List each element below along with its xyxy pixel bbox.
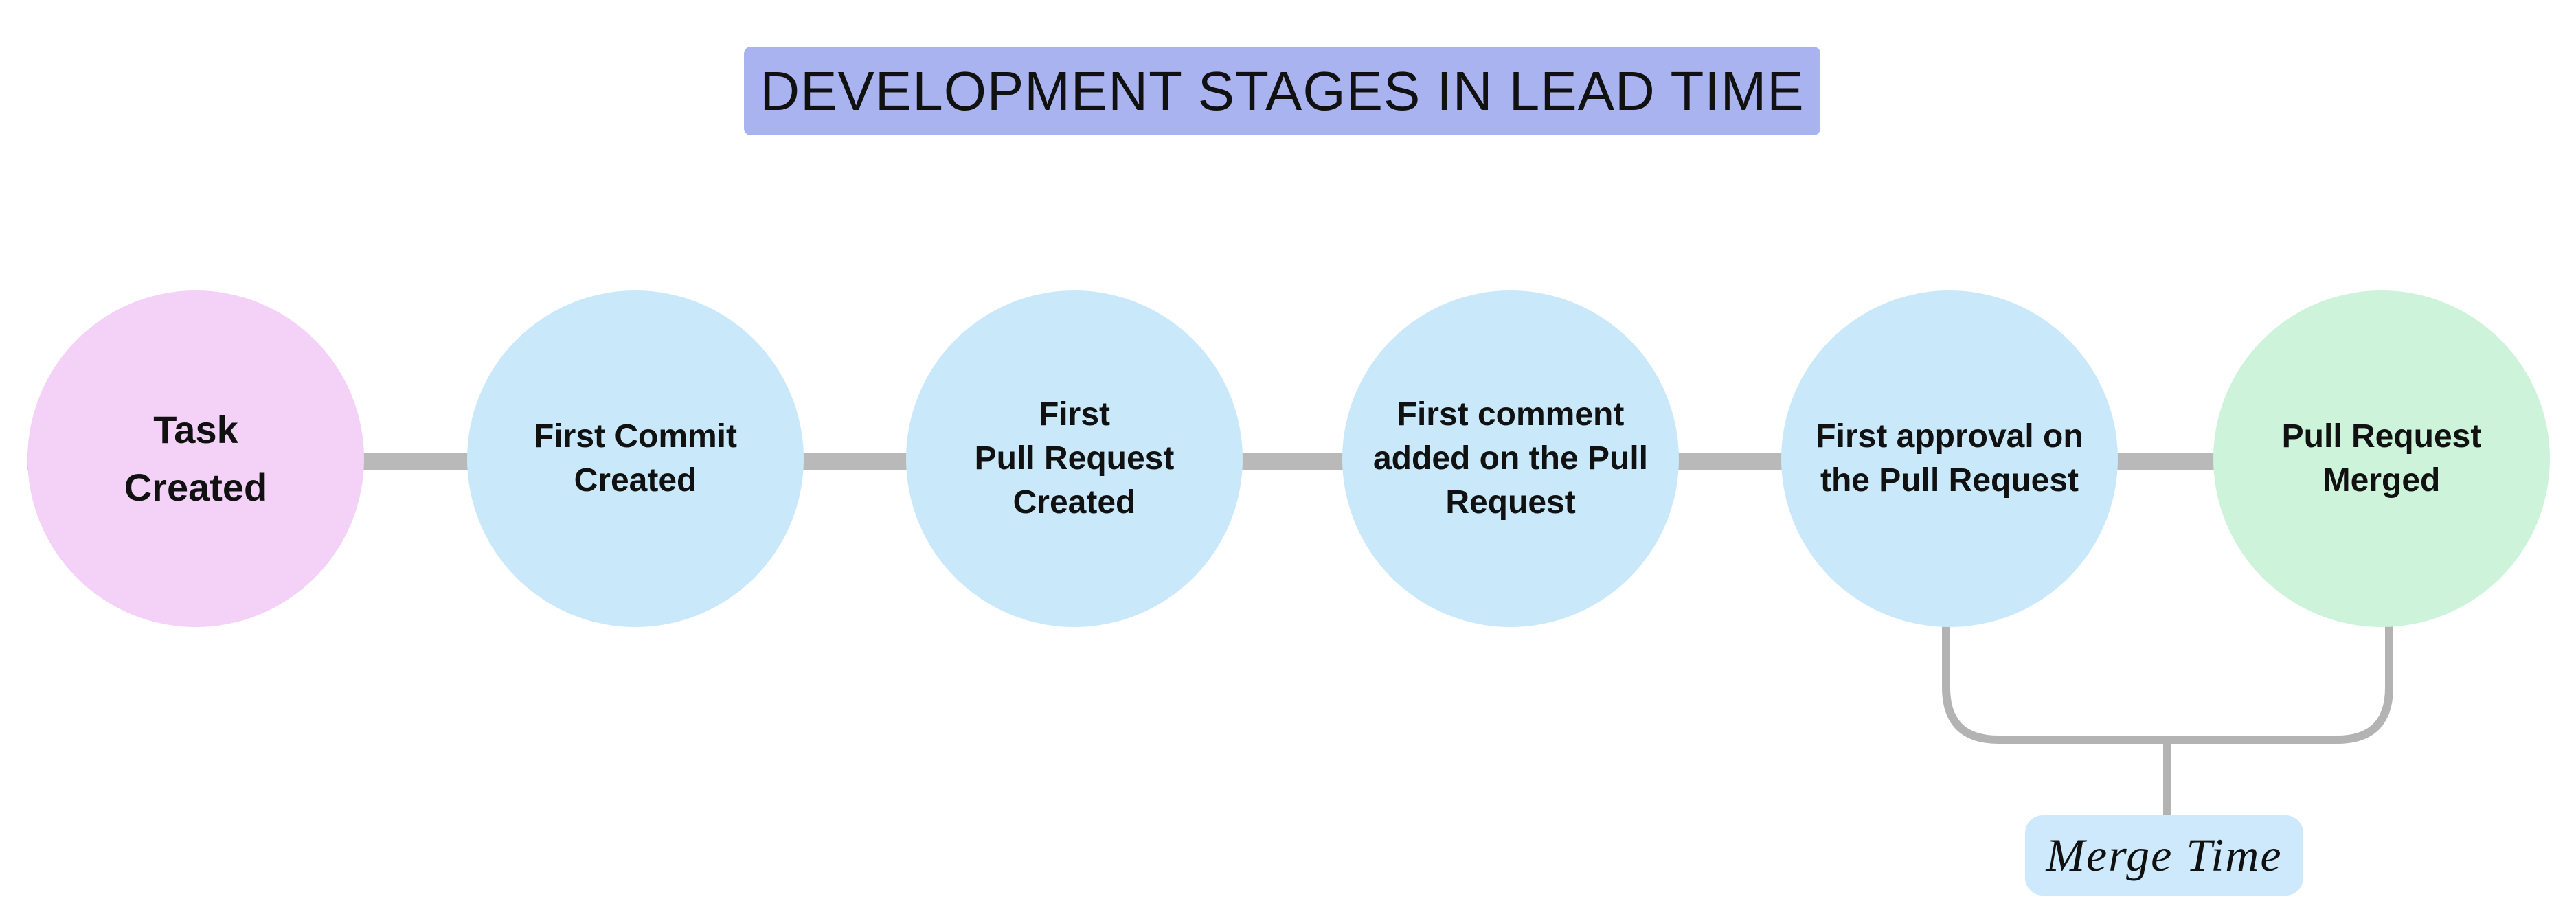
stage-task-created-label: Task Created: [124, 408, 268, 509]
merge-time-bracket: [1942, 608, 2393, 744]
merge-time-label: Merge Time: [2046, 829, 2283, 881]
stage-first-commit-created: First Commit Created: [467, 290, 804, 627]
stage-task-created: Task Created: [27, 290, 364, 627]
diagram-title-banner: DEVELOPMENT STAGES IN LEAD TIME: [744, 47, 1820, 135]
merge-time-box: Merge Time: [2025, 815, 2303, 896]
stage-first-comment-added-label: First comment added on the Pull Request: [1372, 396, 1648, 521]
stage-first-comment-added: First comment added on the Pull Request: [1342, 290, 1679, 627]
stage-first-approval-label: First approval on the Pull Request: [1816, 418, 2083, 499]
stage-pull-request-merged-label: Pull Request Merged: [2281, 418, 2482, 499]
stage-pull-request-merged: Pull Request Merged: [2213, 290, 2550, 627]
stage-first-pull-request-created: First Pull Request Created: [906, 290, 1243, 627]
stage-first-approval: First approval on the Pull Request: [1781, 290, 2118, 627]
diagram-title: DEVELOPMENT STAGES IN LEAD TIME: [760, 60, 1805, 122]
stage-first-pull-request-created-label: First Pull Request Created: [974, 396, 1175, 521]
stage-first-commit-created-label: First Commit Created: [533, 418, 737, 499]
